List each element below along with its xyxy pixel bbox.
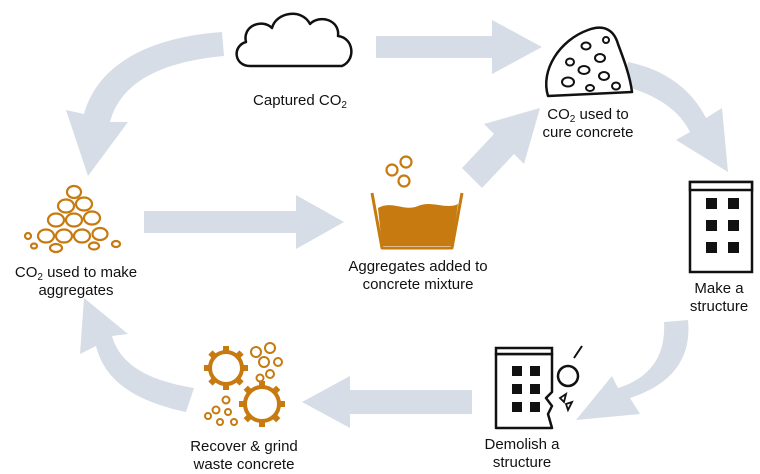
building-icon [688,180,754,274]
arrow-captured-to-aggregates [66,32,224,176]
concrete-pile-icon [545,26,634,98]
cloud-icon [235,12,353,68]
arrow-cure-to-structure [624,62,728,172]
arrow-captured-to-cure [376,20,542,74]
arrow-recover-to-aggregates [80,298,194,412]
label-recover-grind: Recover & grind waste concrete [190,438,298,473]
label-cure-concrete: CO2 used to cure concrete [542,106,634,141]
label-captured-co2: Captured CO2 [253,92,347,111]
label-demolish-structure: Demolish a structure [484,436,560,471]
arrow-demolish-to-recover [302,376,472,428]
label-aggregates-added: Aggregates added to concrete mixture [348,258,488,293]
aggregates-pile-icon [23,184,122,254]
grinder-gears-icon [204,342,285,427]
arrow-mixture-to-cure [462,108,540,188]
label-make-aggregates: CO2 used to make aggregates [14,264,138,299]
arrow-structure-to-demolish [576,320,689,420]
cycle-arrows [66,20,728,428]
concrete-bucket-icon [370,155,464,250]
demolition-building-icon [494,345,583,430]
label-make-structure: Make a structure [689,280,749,315]
arrow-aggregates-to-mixture [144,195,344,249]
